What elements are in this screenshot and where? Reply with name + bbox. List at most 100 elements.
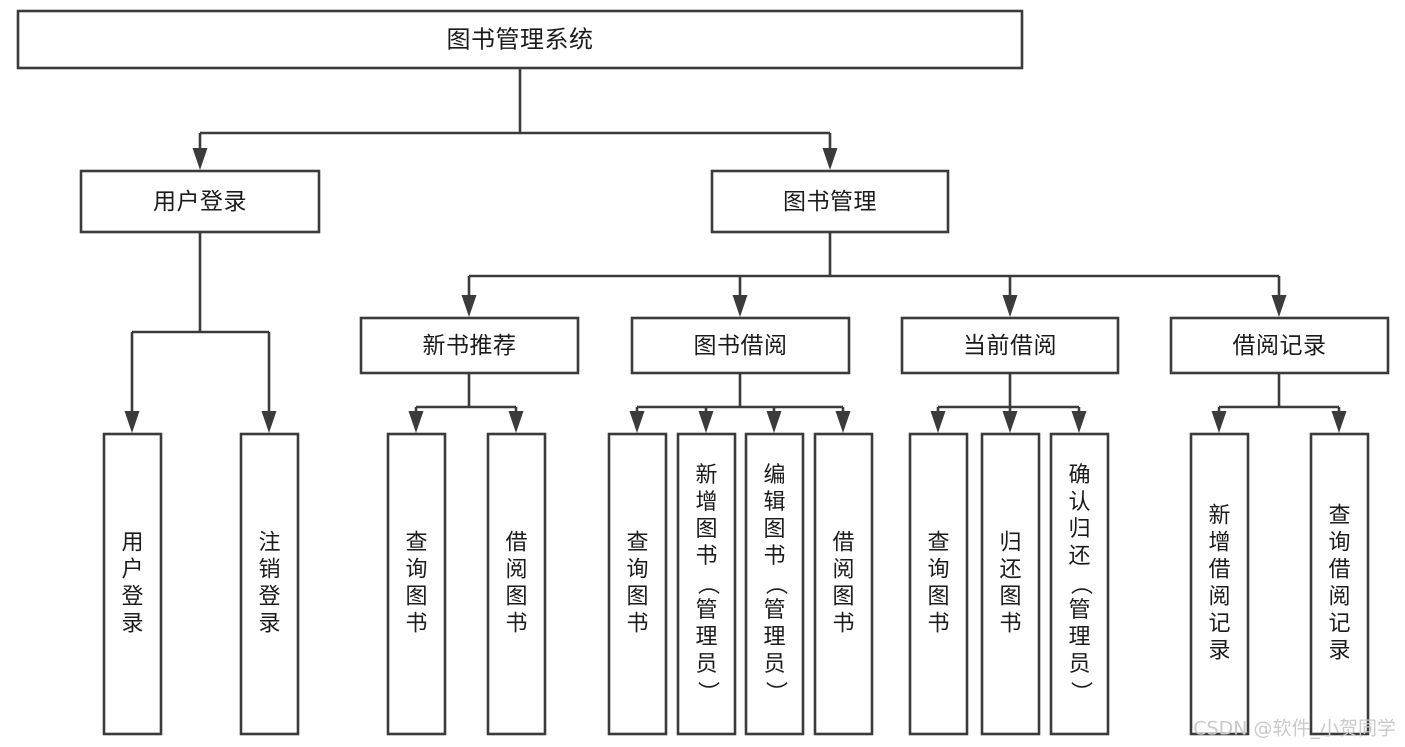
leaf-label-char: 增 bbox=[695, 490, 717, 515]
leaf-label-char: 确 bbox=[1068, 463, 1090, 488]
leaf-label-char: 图 bbox=[832, 585, 854, 610]
leaf-label-char: 图 bbox=[763, 517, 785, 542]
connector-arrowhead bbox=[408, 411, 424, 433]
node-label: 当前借阅 bbox=[963, 333, 1057, 359]
leaf-label-char: 阅 bbox=[505, 558, 527, 583]
leaf-label-char: 查 bbox=[1328, 504, 1350, 529]
leaf-label-char: 销 bbox=[258, 558, 280, 583]
leaf-label-char: 借 bbox=[1208, 558, 1230, 583]
connector-arrowhead bbox=[192, 148, 208, 170]
leaf-label-char: 录 bbox=[258, 612, 280, 637]
leaf-label-char: 书 bbox=[626, 612, 648, 637]
leaf-label-char: 图 bbox=[999, 585, 1021, 610]
leaf-label-char: 阅 bbox=[832, 558, 854, 583]
connector-arrowhead bbox=[1271, 295, 1287, 317]
leaf-label-char: 认 bbox=[1068, 490, 1090, 515]
leaf-label-char: 登 bbox=[121, 585, 143, 610]
connector-arrowhead bbox=[1211, 411, 1227, 433]
connector-arrowhead bbox=[698, 411, 714, 433]
leaf-label-char: 增 bbox=[1208, 531, 1230, 556]
connector-arrowhead bbox=[508, 411, 524, 433]
connector-arrowhead bbox=[835, 411, 851, 433]
leaf-label-char: 理 bbox=[695, 625, 717, 650]
connector-arrowhead bbox=[1331, 411, 1347, 433]
leaf-label-char: ） bbox=[1068, 681, 1093, 703]
leaf-box bbox=[1189, 432, 1250, 736]
leaf-label-char: 记 bbox=[1208, 612, 1230, 637]
connector-arrowhead bbox=[1002, 295, 1018, 317]
connector-borrow-to-leaves bbox=[629, 373, 851, 433]
leaf-box bbox=[1049, 432, 1110, 736]
connector-arrowhead bbox=[822, 148, 838, 170]
leaf-label-char: 编 bbox=[763, 463, 785, 488]
connector-arrowhead bbox=[629, 411, 645, 433]
leaf-label-char: 书 bbox=[505, 612, 527, 637]
node-user-login[interactable]: 用户登录 bbox=[79, 169, 321, 234]
node-new-book-recommend[interactable]: 新书推荐 bbox=[359, 316, 580, 375]
leaf-label-char: 借 bbox=[1328, 558, 1350, 583]
leaf-label-char: （ bbox=[1068, 573, 1093, 595]
leaf-label-char: 阅 bbox=[1208, 585, 1230, 610]
leaf-label-char: 询 bbox=[405, 558, 427, 583]
leaf-label-char: 新 bbox=[695, 463, 717, 488]
leaf-label-char: 员 bbox=[763, 652, 785, 677]
node-current-borrow[interactable]: 当前借阅 bbox=[900, 316, 1120, 375]
leaf-label-char: ） bbox=[695, 681, 720, 703]
leaf-label-char: 图 bbox=[505, 585, 527, 610]
leaf-label-char: 辑 bbox=[763, 490, 785, 515]
node-borrow-record[interactable]: 借阅记录 bbox=[1169, 316, 1390, 375]
leaf-label-char: 录 bbox=[1208, 639, 1230, 664]
node-box bbox=[900, 316, 1120, 375]
leaf-box bbox=[908, 432, 969, 736]
leaf-label-char: 员 bbox=[695, 652, 717, 677]
node-book-management[interactable]: 图书管理 bbox=[710, 169, 950, 234]
leaf-label-char: 管 bbox=[695, 598, 717, 623]
node-label: 图书管理 bbox=[783, 189, 877, 215]
connector-arrowhead bbox=[1002, 411, 1018, 433]
connector-newbook-to-leaves bbox=[408, 373, 524, 433]
leaf-label-char: 询 bbox=[1328, 531, 1350, 556]
node-label: 图书管理系统 bbox=[447, 26, 594, 54]
leaf-label-char: 阅 bbox=[1328, 585, 1350, 610]
node-label: 借阅记录 bbox=[1233, 333, 1327, 359]
leaf-label-char: 查 bbox=[405, 531, 427, 556]
node-box bbox=[630, 316, 851, 375]
leaf-label-char: 借 bbox=[505, 531, 527, 556]
csdn-watermark: CSDN @软件_小贺同学 bbox=[1193, 718, 1396, 740]
leaf-label: 用户登录 bbox=[121, 531, 143, 637]
leaf-user-login[interactable]: 用户登录 bbox=[102, 432, 163, 736]
leaf-label-char: 管 bbox=[763, 598, 785, 623]
leaf-label-char: 录 bbox=[121, 612, 143, 637]
leaf-label-char: （ bbox=[695, 573, 720, 595]
connector-arrowhead bbox=[124, 411, 140, 433]
leaf-box bbox=[813, 432, 874, 736]
node-label: 新书推荐 bbox=[423, 333, 517, 359]
leaf-box bbox=[102, 432, 163, 736]
watermark-layer: CSDN @软件_小贺同学 bbox=[1193, 718, 1396, 740]
node-book-borrow[interactable]: 图书借阅 bbox=[630, 316, 851, 375]
connector-bookmgmt-to-level2 bbox=[461, 232, 1287, 317]
node-book-management-system[interactable]: 图书管理系统 bbox=[16, 9, 1024, 70]
leaf-label-char: 图 bbox=[927, 585, 949, 610]
leaf-label-char: （ bbox=[763, 573, 788, 595]
